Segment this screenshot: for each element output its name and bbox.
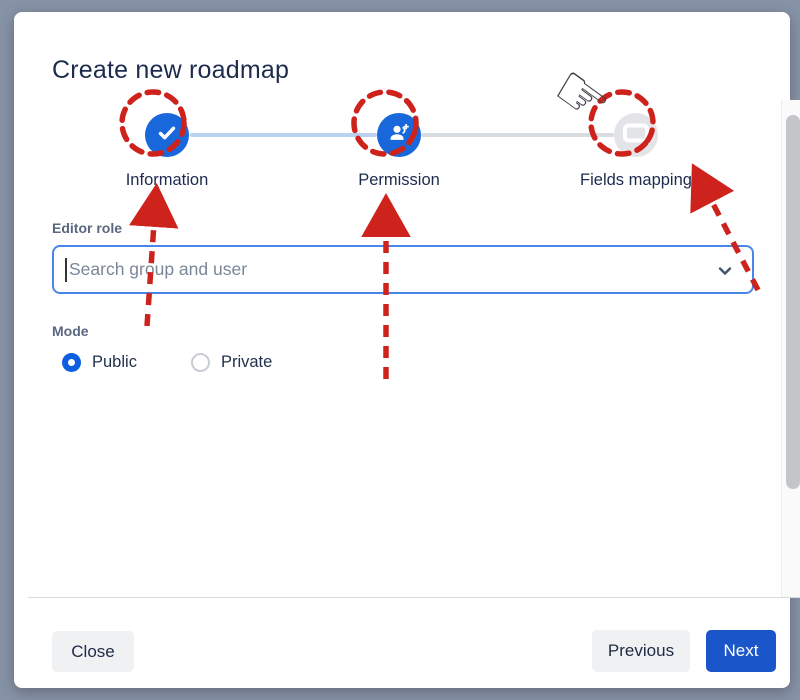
radio-private-label: Private bbox=[220, 353, 273, 371]
editor-role-placeholder: Search group and user bbox=[69, 259, 248, 279]
chevron-down-icon[interactable] bbox=[716, 262, 734, 280]
person-add-icon bbox=[386, 120, 412, 151]
check-icon bbox=[155, 121, 179, 150]
mode-radio-group: Public Private bbox=[62, 353, 272, 372]
card-icon bbox=[621, 121, 651, 150]
step-permission-indicator[interactable] bbox=[377, 113, 421, 157]
previous-button[interactable]: Previous bbox=[592, 630, 690, 672]
radio-public-control[interactable] bbox=[62, 353, 81, 372]
scrollbar-thumb[interactable] bbox=[786, 115, 800, 489]
step-information-label: Information bbox=[125, 171, 209, 189]
radio-option-private[interactable]: Private bbox=[190, 353, 273, 372]
footer-divider bbox=[28, 597, 800, 598]
dialog-title: Create new roadmap bbox=[52, 56, 290, 84]
radio-option-public[interactable]: Public bbox=[62, 353, 137, 372]
close-button[interactable]: Close bbox=[52, 631, 134, 672]
mode-label: Mode bbox=[52, 323, 89, 339]
radio-private-control[interactable] bbox=[190, 353, 210, 372]
text-caret bbox=[65, 258, 67, 282]
stepper-connector-todo bbox=[421, 133, 614, 137]
editor-role-combobox[interactable]: Search group and user bbox=[52, 245, 754, 294]
step-permission-label: Permission bbox=[358, 171, 440, 189]
scrollbar-track[interactable] bbox=[781, 100, 800, 597]
step-fields-mapping-label: Fields mapping bbox=[580, 171, 692, 189]
next-button[interactable]: Next bbox=[706, 630, 776, 672]
step-fields-mapping-indicator[interactable] bbox=[614, 113, 658, 157]
stepper-connector-done bbox=[190, 133, 377, 137]
create-roadmap-dialog: Create new roadmap Information Permissio… bbox=[14, 12, 800, 688]
step-information-indicator[interactable] bbox=[145, 113, 189, 157]
editor-role-label: Editor role bbox=[52, 220, 123, 236]
radio-public-label: Public bbox=[92, 353, 137, 371]
